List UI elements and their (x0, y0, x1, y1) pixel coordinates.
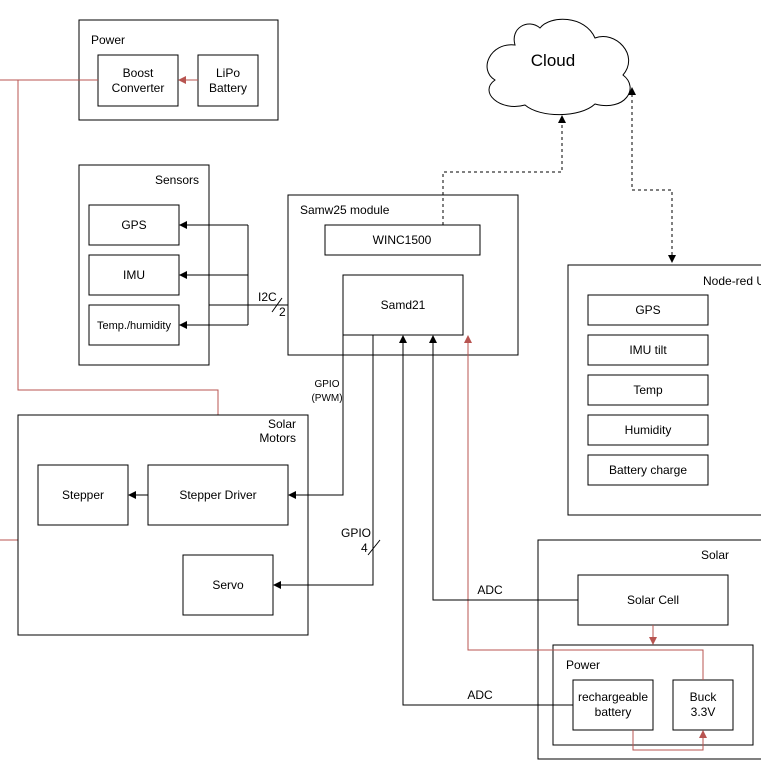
samw25-module: Samw25 module WINC1500 Samd21 (287, 194, 519, 356)
diagram-label: Temp./humidity (97, 320, 171, 332)
lipo-battery-block: LiPo Battery (197, 54, 259, 107)
node-red-ui: Node-red U GPS IMU tilt Temp Humidity Ba… (567, 264, 761, 516)
diagram-label: 3.3V (691, 705, 716, 719)
diagram-label: rechargeable (578, 690, 648, 704)
gpio-pwm-line: GPIO (PWM) (288, 335, 344, 499)
adc-solar-line: ADC (429, 335, 578, 601)
stepper-block (37, 464, 129, 526)
diagram-label: (PWM) (311, 393, 342, 404)
gps-sensor-block (88, 204, 180, 246)
diagram-label: Buck (690, 690, 718, 704)
servo-block (182, 554, 274, 616)
diagram-label: Node-red U (703, 274, 761, 288)
diagram-label: Samd21 (381, 298, 426, 312)
imu-sensor-block (88, 254, 180, 296)
diagram-label: Solar (268, 417, 296, 431)
diagram-label: Samw25 module (300, 203, 390, 217)
power-group-top: Power Boost Converter LiPo Battery (78, 19, 279, 121)
diagram-label: Servo (212, 578, 244, 592)
power-label: Power (91, 33, 125, 47)
buck-to-samd-line (464, 335, 704, 680)
diagram-label: Humidity (625, 423, 672, 437)
gpio4-line: GPIO 4 (273, 335, 381, 589)
diagram-label: Sensors (155, 173, 199, 187)
diagram-label: battery (595, 705, 632, 719)
diagram-label: ADC (467, 688, 493, 702)
diagram-label: Solar (701, 548, 729, 562)
boost-converter-block: Boost Converter (97, 54, 179, 107)
solar-cell-block (577, 574, 729, 626)
diagram-label: WINC1500 (373, 233, 432, 247)
diagram-label: 4 (361, 541, 368, 555)
diagram-label: IMU tilt (629, 343, 667, 357)
samd21-block (342, 274, 464, 336)
cloud: Cloud (486, 18, 631, 116)
rechargeable-battery-block (572, 679, 654, 731)
battery-to-buck-arrow (632, 730, 707, 751)
diagram-label: Boost (123, 66, 154, 80)
diagram-label: LiPo (216, 66, 240, 80)
diagram-label: Solar Cell (627, 593, 679, 607)
buck-converter-block (672, 679, 734, 731)
diagram-label: Power (566, 658, 600, 672)
diagram-label: Temp (633, 383, 663, 397)
diagram-label: GPS (121, 218, 146, 232)
winc1500-block (324, 224, 481, 256)
diagram-label: Converter (112, 81, 165, 95)
sensors-group: Sensors GPS IMU Temp./humidity (78, 164, 210, 366)
diagram-label: Motors (259, 431, 296, 445)
diagram-label: GPIO (341, 526, 371, 540)
diagram-label: Stepper (62, 488, 104, 502)
diagram-label: Battery charge (609, 463, 687, 477)
diagram-label: I2C (258, 290, 277, 304)
diagram-label: 2 (279, 305, 286, 319)
cloud-label: Cloud (531, 51, 575, 70)
diagram-label: GPIO (314, 379, 339, 390)
diagram-label: Battery (209, 81, 247, 95)
wifi-link (442, 115, 566, 225)
solar-motors-group: Solar Motors Stepper Stepper Driver Serv… (17, 414, 309, 636)
adc-battery-line: ADC (399, 335, 573, 706)
diagram-label: Stepper Driver (179, 488, 256, 502)
diagram-label: GPS (635, 303, 660, 317)
diagram-label: ADC (477, 583, 503, 597)
diagram-label: IMU (123, 268, 145, 282)
cloud-nodered-link (628, 87, 676, 263)
